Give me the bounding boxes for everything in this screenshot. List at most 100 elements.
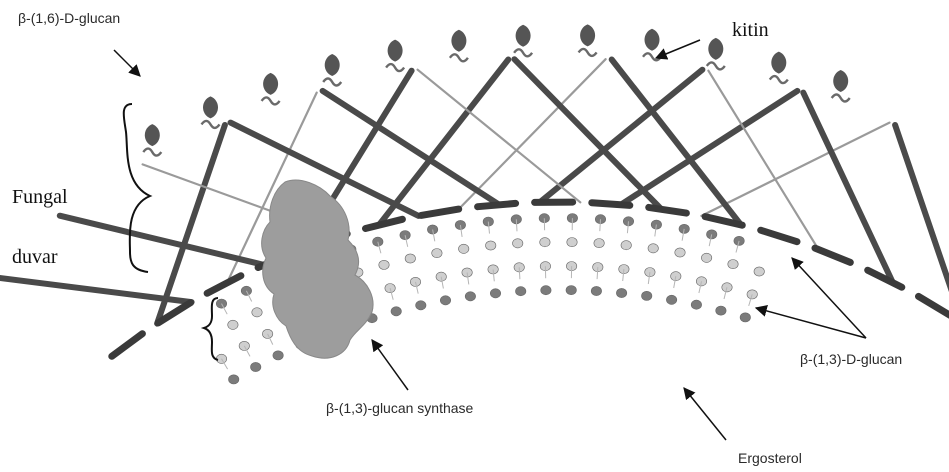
lipid-head [432,249,442,258]
wavy-cap [202,121,220,128]
glucan-fiber [540,70,703,203]
glucan-synthase-protein [262,180,373,358]
lipid-head [273,351,283,360]
chitin-blob [325,54,340,76]
curly-brace-icon [204,298,218,360]
lipid-head [459,244,469,253]
lipid-head [728,260,738,269]
wall-segment [421,209,459,215]
lipid-tail [519,267,520,279]
wall-segment [207,276,241,294]
curly-brace-icon [124,104,150,272]
lipid-head [440,296,450,305]
lipid-head [566,286,576,295]
lipid-head [716,306,726,315]
lipid-head [465,292,475,301]
label-fungal: Fungal [12,186,68,209]
chitin-blob [451,30,466,52]
lipid-head [621,241,631,250]
lipid-head [262,329,272,338]
wall-segment [112,334,143,357]
lipid-head [567,238,577,247]
arrow-icon [792,258,866,338]
lipid-head [541,286,551,295]
wavy-cap [579,49,597,56]
lipid-head [516,287,526,296]
lipid-head [513,239,523,248]
lipid-head [754,267,764,276]
arrow-icon [656,40,700,58]
arrow-icon [372,340,408,390]
chitin-blob [145,124,160,146]
wall-segment [868,270,902,287]
label-duvar: duvar [12,246,58,269]
wall-segment [366,219,403,228]
chitin-blobs [143,24,849,155]
glucan-fiber [803,93,893,283]
wavy-cap [707,62,725,69]
arrow-icon [756,308,866,338]
arrow-icon [114,50,140,76]
wavy-cap [514,49,532,56]
glucan-fiber [514,59,661,209]
lipid-head [740,313,750,322]
lipid-head [591,286,601,295]
glucan-fiber [459,59,606,209]
wall-segment [649,207,687,213]
lipid-head [616,288,626,297]
chitin-blob [388,40,403,62]
lipid-head [252,308,262,317]
wavy-cap [262,97,280,104]
label-kitin: kitin [732,19,769,42]
lipid-head [540,238,550,247]
chitin-blob [645,29,660,51]
lipid-head [229,375,239,384]
lipid-tail [600,219,601,231]
chitin-blob [580,24,595,46]
lipid-head [405,254,415,263]
lipid-head [385,284,395,293]
wall-segment [478,203,516,206]
lipid-head [490,289,500,298]
wall-segment [592,203,630,206]
lipid-head [391,307,401,316]
wavy-cap [450,54,468,61]
chitin-blob [771,52,786,74]
glucan-fiber [0,276,192,302]
membrane-segments [112,202,949,356]
wavy-cap [832,95,850,102]
lipid-head [400,231,410,240]
chitin-blob [833,70,848,92]
lipid-head [228,320,238,329]
label-ergosterol: Ergosterol [738,450,802,466]
glucan-fiber [157,125,225,324]
wavy-cap [770,76,788,83]
wall-segment [919,296,949,316]
chitin-blob [708,38,723,60]
lipid-head [675,248,685,257]
arrow-icon [684,388,726,440]
lipid-head [427,225,437,234]
glucan-fiber [418,70,581,203]
label-beta-1-6-glucan: β-(1,6)-D-glucan [18,10,120,26]
lipid-head [648,244,658,253]
lipid-head [642,291,652,300]
label-glucan-synthase: β-(1,3)-glucan synthase [326,400,473,416]
wall-segment [815,248,850,262]
chitin-blob [203,96,218,118]
lipid-head [379,260,389,269]
lipid-head [373,237,383,246]
glucan-fiber [60,216,264,265]
lipid-head [486,241,496,250]
chitin-blob [263,73,278,95]
lipid-head [251,362,261,371]
wavy-cap [323,79,341,86]
lipid-head [416,301,426,310]
wavy-cap [386,64,404,71]
wavy-cap [143,149,161,156]
lipid-tail [516,219,517,231]
wall-segment [761,230,797,242]
lipid-head [691,300,701,309]
